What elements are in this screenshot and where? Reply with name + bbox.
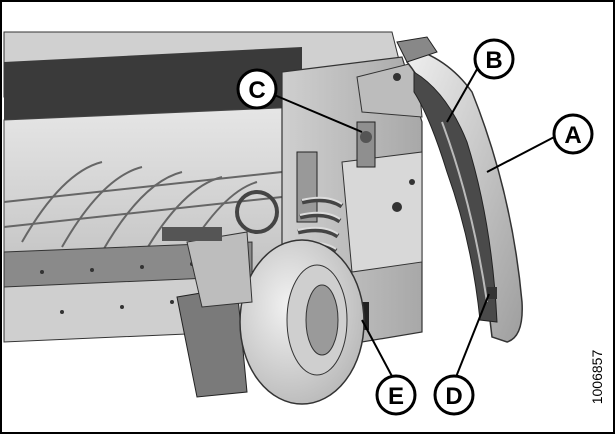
callout-e-label: E <box>388 383 404 410</box>
leader-lines <box>271 63 561 383</box>
figure-number: 1006857 <box>589 350 605 405</box>
callout-d: D <box>433 374 475 416</box>
callout-e: E <box>375 374 417 416</box>
callout-c-label: C <box>248 77 265 104</box>
callout-d-label: D <box>445 383 462 410</box>
callout-b: B <box>473 38 515 80</box>
callout-b-label: B <box>485 47 502 74</box>
callout-c: C <box>236 68 278 110</box>
callout-a-label: A <box>564 122 581 149</box>
callout-a: A <box>552 113 594 155</box>
gauge-wheel <box>162 190 365 405</box>
end-shield <box>396 36 523 343</box>
